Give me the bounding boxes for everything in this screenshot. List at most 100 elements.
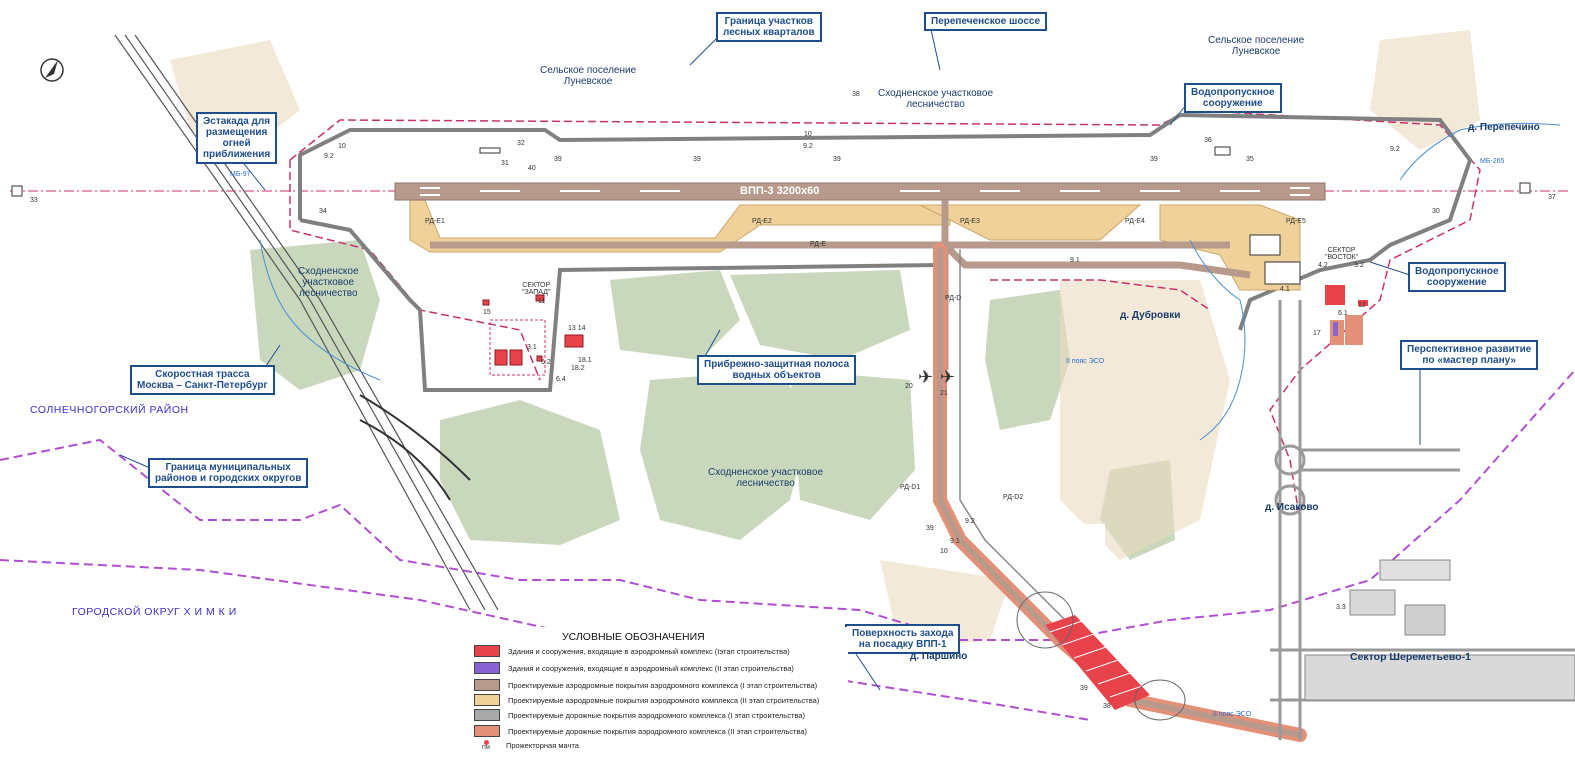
- callout-water-structure-east-text: Водопропускное сооружение: [1415, 266, 1499, 288]
- facility-markers: [11, 146, 1531, 285]
- forest-areas: [250, 240, 1175, 560]
- blank-area: [1025, 524, 1105, 546]
- runway-3[interactable]: [394, 182, 1326, 201]
- label-9-2-c: 9.2: [1390, 146, 1400, 153]
- legend-label: Здания и сооружения, входящие в аэродром…: [508, 663, 794, 673]
- callout-perepechen-highway[interactable]: Перепеченское шоссе: [924, 12, 1048, 31]
- label-39-e: 39: [1080, 685, 1088, 692]
- taxiway-d: [933, 243, 1307, 742]
- village-perepechino: д. Перепечино: [1468, 122, 1540, 133]
- legend-swatch: [474, 694, 500, 706]
- callout-water-protection-text: Прибрежно-защитная полоса водных объекто…: [704, 359, 850, 381]
- label-9-2-a: 9.2: [324, 153, 334, 160]
- label-39-b: 39: [693, 156, 701, 163]
- label-34: 34: [319, 208, 327, 215]
- legend-item-stage1-buildings[interactable]: Здания и сооружения, входящие в аэродром…: [474, 645, 790, 657]
- label-12: 12: [1358, 302, 1366, 309]
- callout-municipal-border[interactable]: Граница муниципальных районов и городски…: [148, 458, 309, 488]
- legend-item-road-stage2[interactable]: Проектируемые дорожные покрытия аэродром…: [474, 725, 807, 737]
- label-rd-e2: РД-Е2: [752, 218, 772, 225]
- callout-approach-surface[interactable]: Поверхность захода на посадку ВПП-1: [845, 624, 961, 654]
- label-zone-eso-1: II пояс ЭСО: [1066, 358, 1105, 365]
- legend-swatch: [474, 645, 500, 657]
- callout-water-structure-east[interactable]: Водопропускное сооружение: [1408, 262, 1506, 292]
- label-37: 37: [1548, 194, 1556, 201]
- label-9-1: 9.1: [1070, 257, 1080, 264]
- callout-water-structure-north[interactable]: Водопропускное сооружение: [1184, 83, 1282, 113]
- approach-zones: [1016, 591, 1186, 721]
- label-4-2: 4.2: [1318, 262, 1328, 269]
- legend-item-airfield-stage1[interactable]: Проектируемые аэродромные покрытия аэрод…: [474, 679, 817, 691]
- callout-municipal-border-text: Граница муниципальных районов и городски…: [155, 462, 302, 484]
- village-dubrovki: д. Дубровки: [1120, 310, 1181, 321]
- label-rd-e1: РД-Е1: [425, 218, 445, 225]
- callout-water-protection[interactable]: Прибрежно-защитная полоса водных объекто…: [697, 355, 857, 385]
- legend-title: УСЛОВНЫЕ ОБОЗНАЧЕНИЯ: [562, 631, 705, 643]
- label-forestry-north: Сходненское участковое лесничество: [878, 88, 994, 110]
- streams: [259, 122, 1561, 441]
- label-3-1: 3.1: [527, 344, 537, 351]
- district-solnechnogorsk: СОЛНЕЧНОГОРСКИЙ РАЙОН: [30, 404, 189, 416]
- label-6-2: 6.2: [541, 359, 551, 366]
- label-mb-2: МБ-265: [1480, 158, 1505, 165]
- label-10-c: 10: [940, 548, 948, 555]
- callout-estakada[interactable]: Эстакада для размещения огней приближени…: [196, 112, 278, 164]
- legend-item-road-stage1[interactable]: Проектируемые дорожные покрытия аэродром…: [474, 709, 805, 721]
- legend-swatch: [474, 725, 500, 737]
- legend-label: Проектируемые аэродромные покрытия аэрод…: [508, 680, 818, 690]
- legend-label: Проектируемые аэродромные покрытия аэрод…: [508, 695, 820, 705]
- legend-label: Проектируемые дорожные покрытия аэродром…: [508, 710, 805, 720]
- label-rd-d1: РД-D1: [900, 484, 921, 491]
- sector-east-buildings: [1325, 285, 1368, 345]
- village-isakovo: д. Исаково: [1265, 502, 1319, 513]
- label-40-a: 40: [528, 165, 536, 172]
- village-parshino: д. Паршино: [910, 651, 968, 662]
- label-rd-d2: РД-D2: [1003, 494, 1024, 501]
- callout-perspective[interactable]: Перспективное развитие по «мастер плану»: [1400, 340, 1539, 370]
- label-rd-e: РД-Е: [810, 241, 826, 248]
- label-9-1-b: 9.1: [950, 538, 960, 545]
- label-lunevskoe-east: Сельское поселение Луневское: [1208, 35, 1305, 57]
- legend-item-mast[interactable]: ПМ Прожекторная мачта: [474, 739, 579, 751]
- label-sector-west: СЕКТОР "ЗАПАД": [522, 282, 551, 296]
- label-20: 20: [905, 383, 913, 390]
- callout-expressway[interactable]: Скоростная трасса Москва – Санкт-Петербу…: [130, 365, 275, 395]
- label-32: 32: [517, 140, 525, 147]
- sector-sheremetyevo-1: Сектор Шереметьево-1: [1350, 651, 1471, 663]
- airport-boundary: [289, 109, 1481, 521]
- label-forestry-west: Сходненское участковое лесничество: [298, 266, 359, 299]
- label-10-a: 10: [338, 143, 346, 150]
- label-3-2: 3.2: [1354, 262, 1364, 269]
- legend-item-airfield-stage2[interactable]: Проектируемые аэродромные покрытия аэрод…: [474, 694, 819, 706]
- legend-label: Здания и сооружения, входящие в аэродром…: [508, 646, 790, 656]
- label-15: 15: [483, 309, 491, 316]
- mast-icon: ПМ: [474, 739, 498, 751]
- label-forestry-center: Сходненское участковое лесничество: [708, 467, 824, 489]
- label-6-4: 6.4: [556, 376, 566, 383]
- north-arrow-icon: [40, 58, 64, 82]
- runway-label: ВПП-3 3200х60: [740, 185, 820, 197]
- label-3-3: 3.3: [1336, 604, 1346, 611]
- svg-text:✈: ✈: [940, 367, 955, 388]
- label-39-d: 39: [1150, 156, 1158, 163]
- label-30: 30: [1432, 208, 1440, 215]
- callout-forest-border[interactable]: Граница участков лесных кварталов: [716, 12, 822, 42]
- label-zone-eso-2: II пояс ЭСО: [1213, 711, 1252, 718]
- label-39-f: 39: [926, 525, 934, 532]
- label-38: 38: [852, 91, 860, 98]
- label-13-14: 13 14: [568, 325, 586, 332]
- label-33: 33: [30, 197, 38, 204]
- label-31: 31: [501, 160, 509, 167]
- label-lunevskoe-west: Сельское поселение Луневское: [540, 65, 637, 87]
- label-rd-e3: РД-Е3: [960, 218, 980, 225]
- label-rd-e4: РД-Е4: [1125, 218, 1145, 225]
- legend-swatch: [474, 662, 500, 674]
- callout-approach-surface-text: Поверхность захода на посадку ВПП-1: [852, 628, 954, 650]
- label-39-c: 39: [833, 156, 841, 163]
- label-36: 36: [1204, 137, 1212, 144]
- sheremetyevo-apron: [1304, 559, 1575, 701]
- legend-label: Прожекторная мачта: [506, 740, 579, 750]
- legend-label: Проектируемые дорожные покрытия аэродром…: [508, 726, 808, 736]
- label-rd-e5: РД-Е5: [1286, 218, 1306, 225]
- legend-item-stage2-buildings[interactable]: Здания и сооружения, входящие в аэродром…: [474, 662, 794, 674]
